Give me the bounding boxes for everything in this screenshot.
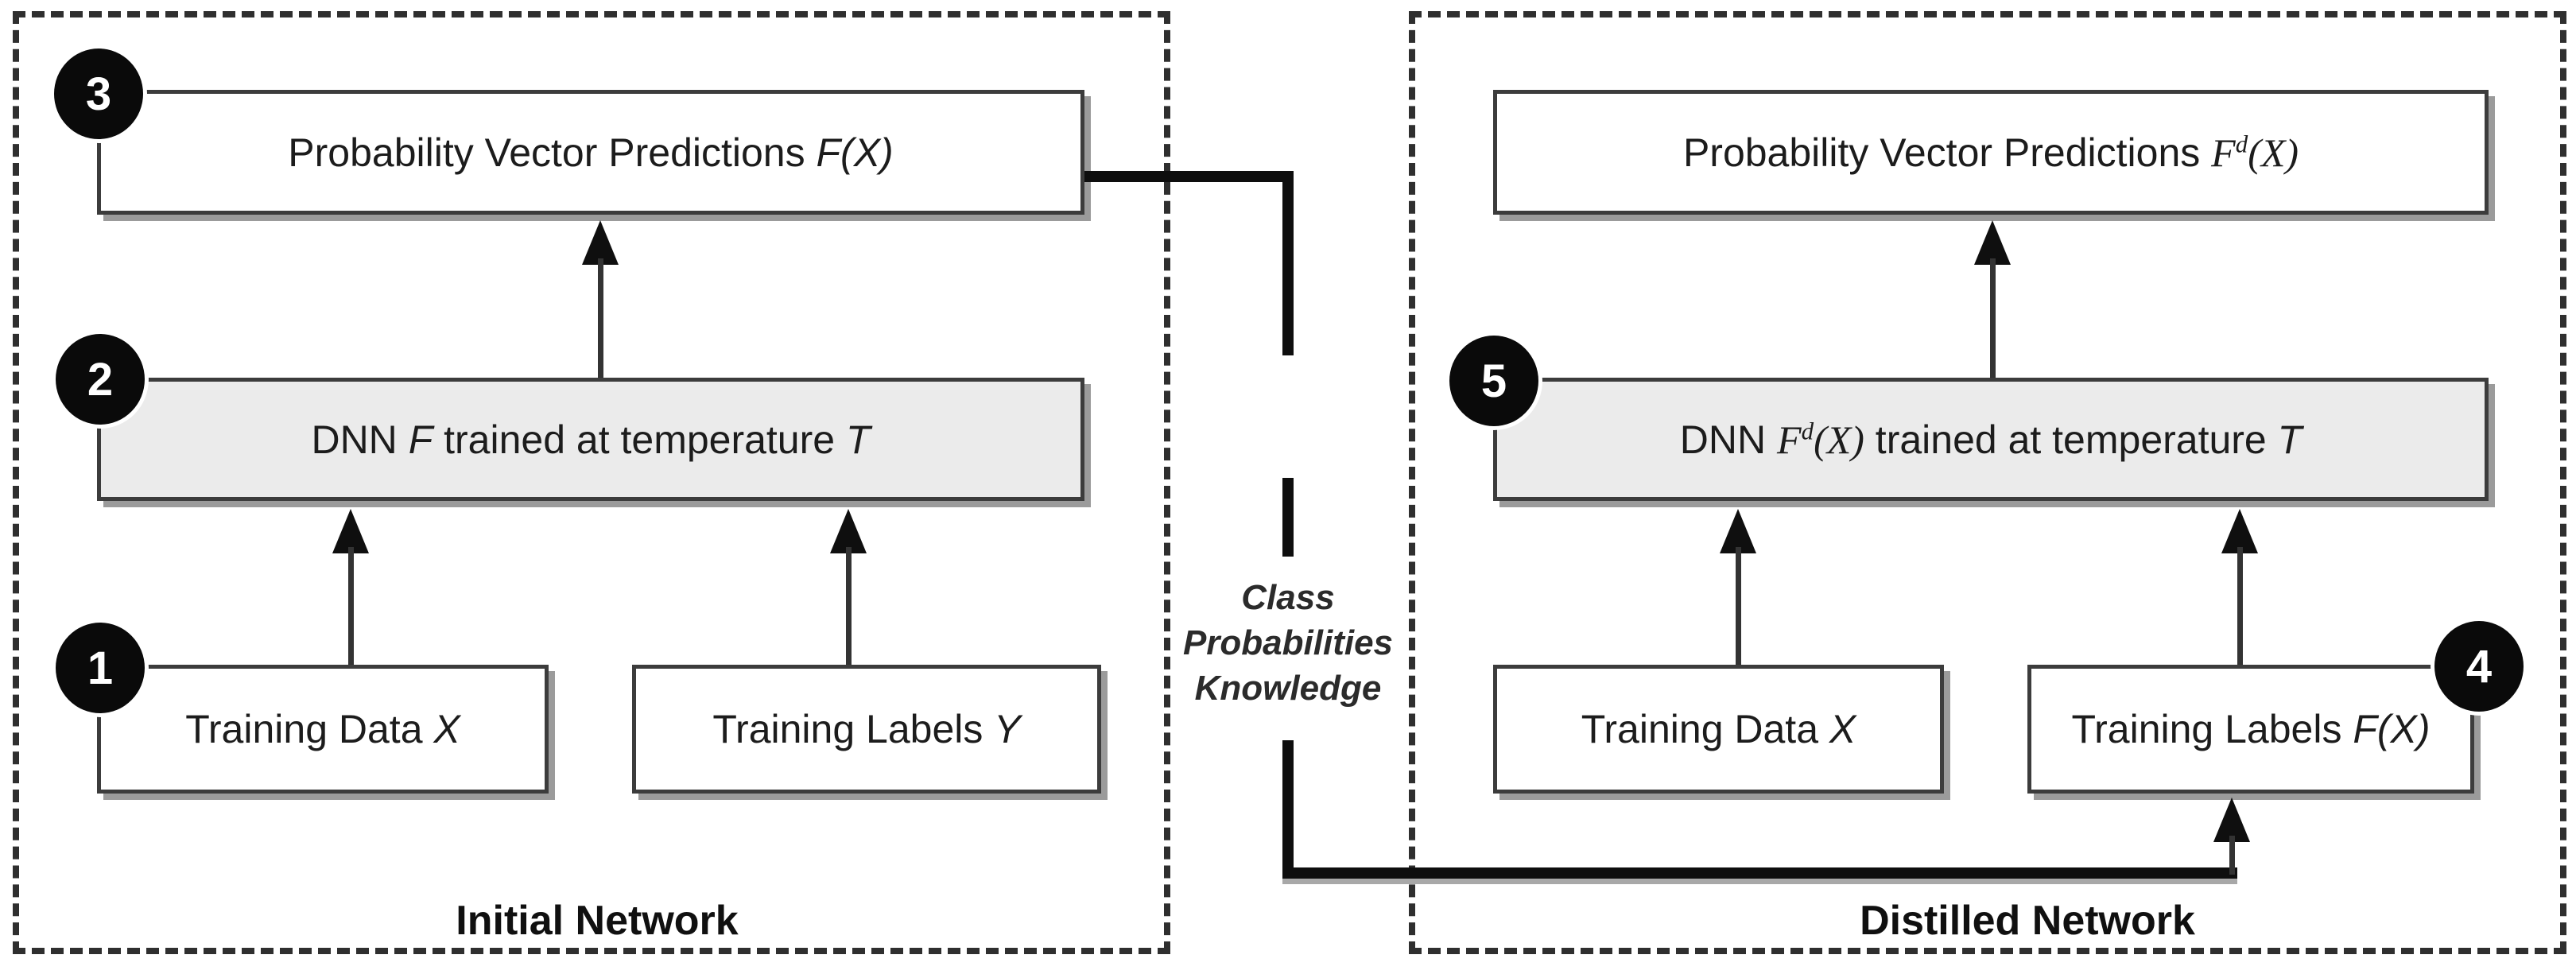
initial-predictions-label: Probability Vector Predictions F(X): [288, 130, 894, 175]
arrowhead-up-icon: [830, 509, 867, 553]
step-badge-4: 4: [2434, 621, 2524, 712]
distilled-network-title: Distilled Network: [1860, 898, 2195, 944]
initial-network-title: Initial Network: [456, 898, 739, 944]
math-var-f: F: [408, 417, 433, 462]
step-badge-3: 3: [54, 49, 143, 139]
initial-training-data-box: Training Data X: [97, 665, 549, 794]
initial-training-data-label: Training Data X: [185, 707, 460, 751]
initial-dnn-box: DNN F trained at temperature T: [97, 378, 1084, 501]
arrowhead-up-icon: [1974, 220, 2011, 265]
connector-vertical-dash-3: [1282, 740, 1294, 877]
arrow-data-to-dnn-right: [1720, 509, 1756, 665]
math-var-fd: Fd(X): [1777, 416, 1864, 462]
arrowhead-up-icon: [582, 220, 619, 265]
math-var-x: X: [433, 707, 460, 751]
arrow-knowledge-to-training-labels: [2213, 798, 2250, 875]
math-var-y: Y: [994, 707, 1021, 751]
distilled-training-labels-box: Training Labels F(X): [2027, 665, 2474, 794]
arrow-data-to-dnn-left: [332, 509, 369, 665]
connector-bottom-horizontal: [1282, 867, 2237, 879]
math-var-t: T: [2277, 417, 2302, 462]
distilled-predictions-box: Probability Vector Predictions Fd(X): [1493, 90, 2489, 215]
initial-predictions-box: Probability Vector Predictions F(X): [97, 90, 1084, 215]
arrow-labels-to-dnn-left: [830, 509, 867, 665]
arrow-labels-to-dnn-right: [2221, 509, 2258, 665]
step-badge-5: 5: [1449, 336, 1538, 426]
arrowhead-up-icon: [1720, 509, 1756, 553]
distilled-training-data-box: Training Data X: [1493, 665, 1944, 794]
arrowhead-up-icon: [2221, 509, 2258, 553]
arrowhead-up-icon: [332, 509, 369, 553]
math-var-fd: Fd(X): [2211, 129, 2299, 175]
connector-vertical-dash-2: [1282, 478, 1294, 557]
arrowhead-up-icon: [2213, 798, 2250, 842]
initial-training-labels-box: Training Labels Y: [632, 665, 1101, 794]
distilled-training-labels-label: Training Labels F(X): [2071, 707, 2431, 751]
step-badge-1: 1: [56, 623, 145, 713]
math-var-x: X: [1829, 707, 1856, 751]
distilled-training-data-label: Training Data X: [1581, 707, 1856, 751]
connector-top-horizontal: [1084, 171, 1294, 182]
distilled-dnn-label: DNN Fd(X) trained at temperature T: [1679, 416, 2302, 462]
math-var-t: T: [845, 417, 871, 462]
arrow-dnn-to-predictions-left: [582, 220, 619, 378]
math-var-fx: F(X): [816, 130, 894, 175]
step-badge-2: 2: [56, 334, 145, 425]
math-var-fx: F(X): [2353, 707, 2431, 751]
initial-dnn-label: DNN F trained at temperature T: [311, 417, 871, 462]
distilled-predictions-label: Probability Vector Predictions Fd(X): [1682, 129, 2299, 175]
initial-training-labels-label: Training Labels Y: [712, 707, 1021, 751]
distilled-network-panel: [1409, 11, 2566, 954]
distilled-dnn-box: DNN Fd(X) trained at temperature T: [1493, 378, 2489, 501]
arrow-dnn-to-predictions-right: [1974, 220, 2011, 378]
initial-network-panel: [13, 11, 1170, 954]
class-probabilities-knowledge-label: Class Probabilities Knowledge: [1182, 578, 1394, 708]
connector-vertical-dash-1: [1282, 171, 1294, 355]
